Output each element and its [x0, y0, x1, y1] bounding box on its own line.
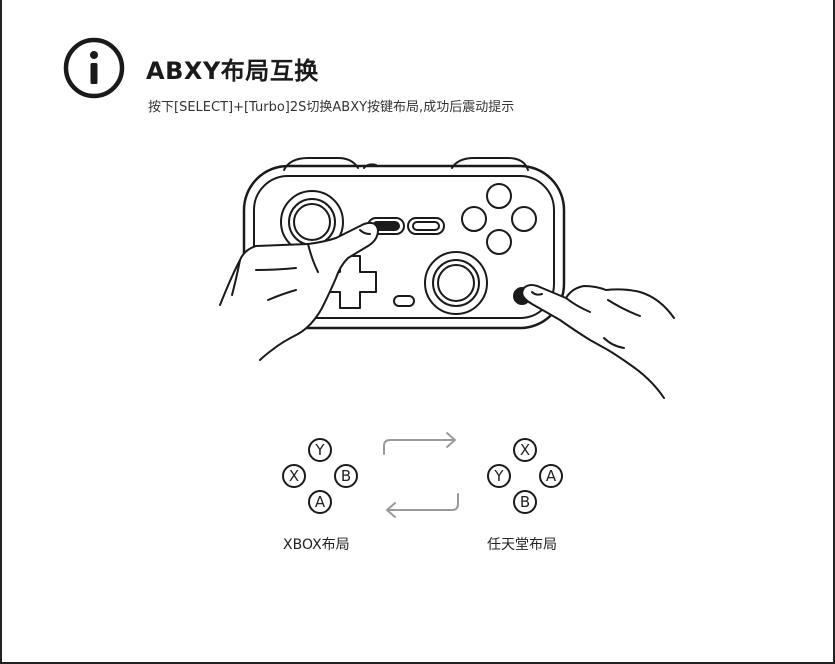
xbox-layout-diagram: Y X B A	[274, 432, 364, 522]
gamepad-body	[242, 164, 566, 330]
nintendo-top-button: X	[520, 441, 530, 459]
turbo-button	[407, 217, 445, 235]
left-hand	[219, 221, 379, 361]
xbox-right-button: B	[341, 467, 351, 485]
nintendo-right-button: A	[546, 467, 557, 485]
nintendo-layout-label: 任天堂布局	[487, 537, 557, 553]
right-hand	[521, 284, 675, 399]
home-button	[393, 295, 415, 307]
right-bumper	[451, 157, 529, 171]
nintendo-bottom-button: B	[520, 493, 530, 511]
gamepad-illustration	[219, 157, 675, 399]
info-icon	[63, 37, 125, 99]
face-buttons	[461, 183, 537, 255]
right-joystick	[424, 251, 488, 315]
nintendo-left-button: Y	[493, 467, 504, 485]
section-title: ABXY布局互换	[146, 57, 319, 85]
xbox-layout-label: XBOX布局	[283, 537, 350, 553]
nintendo-layout-diagram: X Y A B	[480, 432, 570, 522]
instruction-text: 按下[SELECT]+[Turbo]2S切换ABXY按键布局,成功后震动提示	[148, 100, 515, 115]
xbox-bottom-button: A	[315, 493, 326, 511]
xbox-left-button: X	[289, 467, 299, 485]
left-bumper	[283, 157, 359, 171]
swap-arrows-icon	[383, 432, 459, 518]
xbox-top-button: Y	[314, 441, 325, 459]
